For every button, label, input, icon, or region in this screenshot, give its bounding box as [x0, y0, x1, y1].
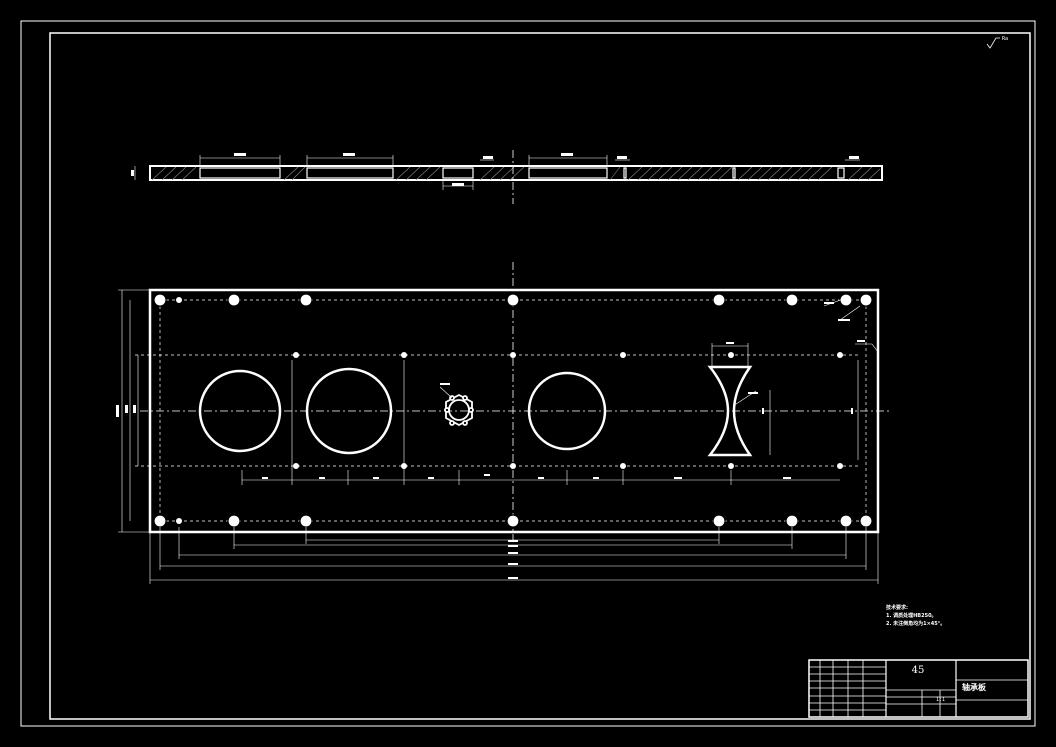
title-block — [808, 659, 1029, 718]
part-name: 轴承板 — [962, 683, 986, 692]
roughness-label: Ra — [1002, 36, 1009, 42]
roughness-symbol-icon — [986, 37, 1000, 49]
material-label: 45 — [911, 665, 925, 676]
front-view — [116, 262, 890, 584]
technical-note-2: 2. 未注倒角均为1×45°。 — [886, 621, 946, 627]
inner-frame — [49, 32, 1031, 720]
technical-notes: 技术要求: 1. 调质处理HB250。 2. 未注倒角均为1×45°。 — [886, 604, 945, 628]
technical-note-1: 1. 调质处理HB250。 — [886, 613, 937, 619]
scale-label: 1:1 — [936, 697, 946, 703]
technical-notes-title: 技术要求: — [886, 605, 908, 611]
side-view — [131, 150, 883, 204]
outer-border — [20, 20, 1036, 727]
